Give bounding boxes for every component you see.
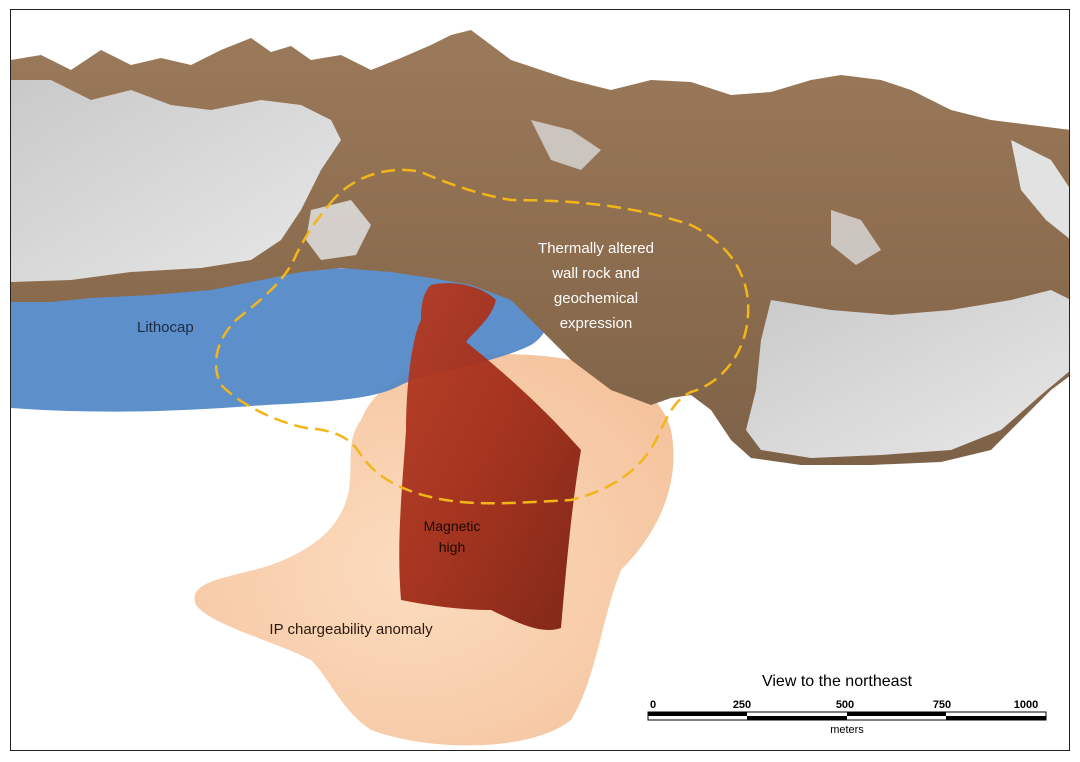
thermal-alteration-outline <box>214 168 750 505</box>
scale-title: View to the northeast <box>762 673 913 690</box>
figure-frame: Lithocap Thermally altered wall rock and… <box>10 9 1070 751</box>
label-thermal-line1: Thermally altered <box>538 240 654 257</box>
scale-seg-1 <box>648 712 747 716</box>
snow-field-right <box>746 290 1069 458</box>
scale-tick-500: 500 <box>836 699 854 711</box>
label-magnetic-line2: high <box>439 539 465 555</box>
scale-tick-0: 0 <box>650 699 656 711</box>
label-lithocap: Lithocap <box>137 319 194 336</box>
magnetic-high-body <box>399 283 581 630</box>
label-ip-anomaly: IP chargeability anomaly <box>269 621 433 638</box>
scale-seg-2 <box>747 716 847 720</box>
scale-bar: View to the northeast 0 250 500 750 1000… <box>647 673 1047 736</box>
scale-unit: meters <box>830 724 864 736</box>
scale-tick-1000: 1000 <box>1014 699 1038 711</box>
scale-ticks: 0 250 500 750 1000 <box>650 699 1038 711</box>
label-thermal-line3: geochemical <box>554 290 638 307</box>
scale-seg-4 <box>946 716 1046 720</box>
snow-field-left <box>11 80 341 282</box>
label-thermal-line2: wall rock and <box>551 265 640 282</box>
scale-seg-3 <box>847 712 946 716</box>
snow-patch-upper-right <box>1011 140 1069 239</box>
scale-outline <box>647 711 1047 721</box>
label-magnetic-line1: Magnetic <box>424 518 481 534</box>
scene-canvas: Lithocap Thermally altered wall rock and… <box>11 30 1069 746</box>
scale-tick-250: 250 <box>733 699 751 711</box>
scale-tick-750: 750 <box>933 699 951 711</box>
snow-patch-mid <box>831 210 881 265</box>
snow-patch-ridge <box>531 120 601 170</box>
label-thermal-line4: expression <box>560 315 633 332</box>
